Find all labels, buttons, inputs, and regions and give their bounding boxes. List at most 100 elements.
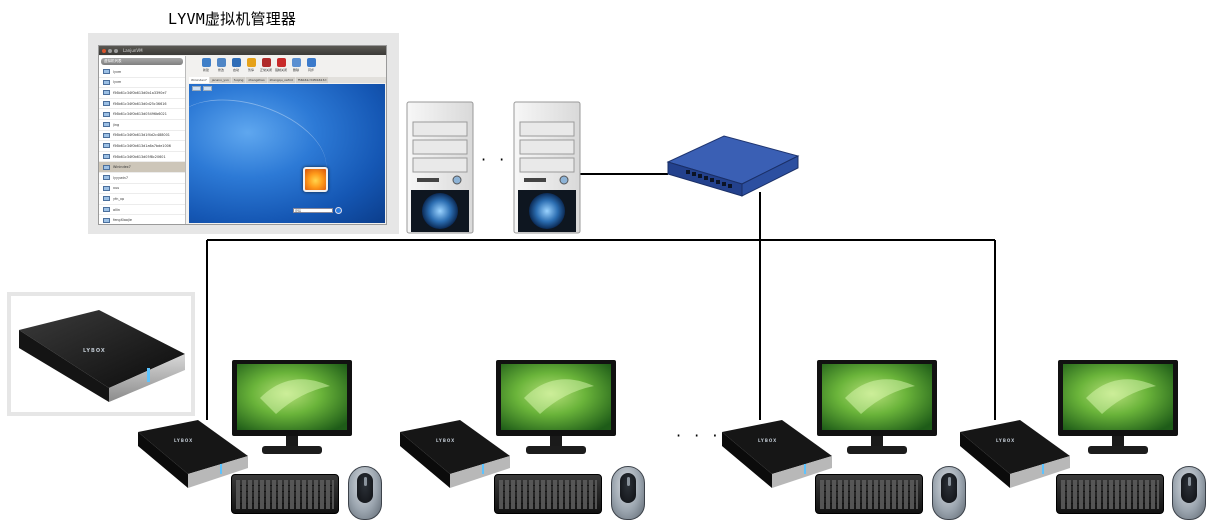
toolbar-button-label: 新建 <box>202 68 209 72</box>
fullscreen-icon[interactable] <box>192 86 201 91</box>
vm-list-item[interactable]: xuu <box>99 184 185 195</box>
vm-list-item[interactable]: f56b61c34f0b613d05f8c20601 <box>99 152 185 163</box>
wallpaper-swirl <box>189 84 339 217</box>
vm-list-item[interactable]: yfn_xp <box>99 194 185 205</box>
vm-list-item[interactable]: lyyywin7 <box>99 173 185 184</box>
monitor-icon <box>103 101 110 107</box>
vm-list-item[interactable]: f56b61c34f0b613d0d25c36616 <box>99 99 185 110</box>
vm-name: lyyywin7 <box>113 175 128 180</box>
vm-tab[interactable]: fuqing <box>231 77 246 83</box>
toolbar-button[interactable]: 新建 <box>200 58 212 76</box>
window-mode-icon[interactable] <box>203 86 212 91</box>
vm-tab[interactable]: zhangzhao <box>246 77 267 83</box>
vm-list-item[interactable]: f56b61c34f0b613d05496b6021 <box>99 109 185 120</box>
keyboard <box>815 474 923 514</box>
brand-label: LYBOX <box>83 348 106 354</box>
toolbar-action-icon <box>291 58 301 67</box>
monitor-icon <box>103 143 110 149</box>
vm-name: f56b61c34f0b613d05f8c20601 <box>113 154 166 159</box>
vm-list-item[interactable]: lyvm <box>99 78 185 89</box>
client-brand-label: LYBOX <box>436 438 456 443</box>
vm-name: allin <box>113 207 121 212</box>
vm-list-item[interactable]: allin <box>99 205 185 216</box>
client-brand-label: LYBOX <box>758 438 778 443</box>
lybox-photo: LYBOX <box>7 292 195 416</box>
vm-desktop-view[interactable]: 密码 <box>189 84 385 223</box>
monitor-icon <box>103 122 110 128</box>
monitor-icon <box>103 175 110 181</box>
vm-name: Winindex7 <box>113 165 131 170</box>
vm-list-item[interactable]: fengXiaojie <box>99 215 185 224</box>
vm-list: lyvm lyvm f56b61c34f0b613d0b1a3390e7 f56b61… <box>99 67 185 224</box>
vm-name: lyvm <box>113 80 122 85</box>
vm-name: f56b61c34f0b613d1a6a7bde1006 <box>113 143 171 148</box>
vm-list-item[interactable]: lyvm <box>99 67 185 78</box>
vm-name: f56b61c34f0b613d0b1a3390e7 <box>113 90 167 95</box>
vm-tab[interactable]: f56b61c34f0b613d <box>295 77 329 83</box>
server-ellipsis: · · · <box>481 150 527 169</box>
monitor-icon <box>103 132 110 138</box>
sidebar-header: 虚拟机列表 <box>101 58 183 65</box>
server-tower-1 <box>406 101 474 234</box>
vm-name: yfn_xp <box>113 196 125 201</box>
vm-tab[interactable]: Winindex7 <box>189 77 209 83</box>
thin-client-box <box>138 420 248 488</box>
monitor-icon <box>103 79 110 85</box>
user-avatar <box>303 167 328 192</box>
thin-client-box <box>400 420 510 488</box>
toolbar-button[interactable]: 正常关闭 <box>260 58 272 76</box>
vm-name: f56b61c34f0b613d05496b6021 <box>113 112 167 117</box>
vm-name: f56b61c34f0b613d1f4d2c488001 <box>113 133 170 138</box>
toolbar-button[interactable]: 同步 <box>305 58 317 76</box>
minimize-icon[interactable] <box>108 48 112 53</box>
vm-list-item[interactable]: f56b61c34f0b613d1f4d2c488001 <box>99 131 185 142</box>
vm-name: f56b61c34f0b613d0d25c36616 <box>113 101 167 106</box>
client-brand-label: LYBOX <box>996 438 1016 443</box>
vm-tab[interactable]: janano_yvn <box>209 77 231 83</box>
monitor <box>232 360 352 454</box>
toolbar-button[interactable]: 启动 <box>230 58 242 76</box>
maximize-icon[interactable] <box>114 48 118 53</box>
vm-list-item[interactable]: jing <box>99 120 185 131</box>
toolbar-button-label: 启动 <box>232 68 239 72</box>
monitor <box>1058 360 1178 454</box>
monitor-icon <box>103 207 110 213</box>
vm-list-item[interactable]: f56b61c34f0b613d1a6a7bde1006 <box>99 141 185 152</box>
toolbar-button[interactable]: 强制关闭 <box>275 58 287 76</box>
monitor-icon <box>103 154 110 160</box>
mouse <box>932 466 966 520</box>
toolbar-button-label: 强制关闭 <box>275 68 288 72</box>
toolbar-action-icon <box>306 58 316 67</box>
password-field[interactable]: 密码 <box>293 208 333 213</box>
vm-tab[interactable]: zhangqu_oafrid <box>267 77 295 83</box>
monitor-icon <box>103 69 110 75</box>
vm-name: xuu <box>113 186 120 191</box>
login-arrow-button[interactable] <box>335 207 342 214</box>
mouse <box>611 466 645 520</box>
vm-list-item[interactable]: Winindex7 <box>99 162 185 173</box>
monitor <box>496 360 616 454</box>
toolbar-action-icon <box>261 58 271 67</box>
vm-sidebar: 虚拟机列表 lyvm lyvm f56b61c34f0b613d0b1a3390e7… <box>99 56 186 224</box>
vm-list-item[interactable]: f56b61c34f0b613d0b1a3390e7 <box>99 88 185 99</box>
toolbar-action-icon <box>216 58 226 67</box>
page-title: LYVM虚拟机管理器 <box>168 10 297 28</box>
client-ellipsis: · · · <box>676 426 722 445</box>
monitor <box>817 360 937 454</box>
toolbar-button-label: 暂停 <box>247 68 254 72</box>
toolbar-action-icon <box>201 58 211 67</box>
toolbar-button[interactable]: 修改 <box>215 58 227 76</box>
vm-name: lyvm <box>113 69 122 74</box>
toolbar-button[interactable]: 暂停 <box>245 58 257 76</box>
close-icon[interactable] <box>102 48 106 53</box>
mouse <box>348 466 382 520</box>
monitor-icon <box>103 164 110 170</box>
keyboard <box>231 474 339 514</box>
toolbar-button[interactable]: 删除 <box>290 58 302 76</box>
thin-client-box <box>960 420 1070 488</box>
